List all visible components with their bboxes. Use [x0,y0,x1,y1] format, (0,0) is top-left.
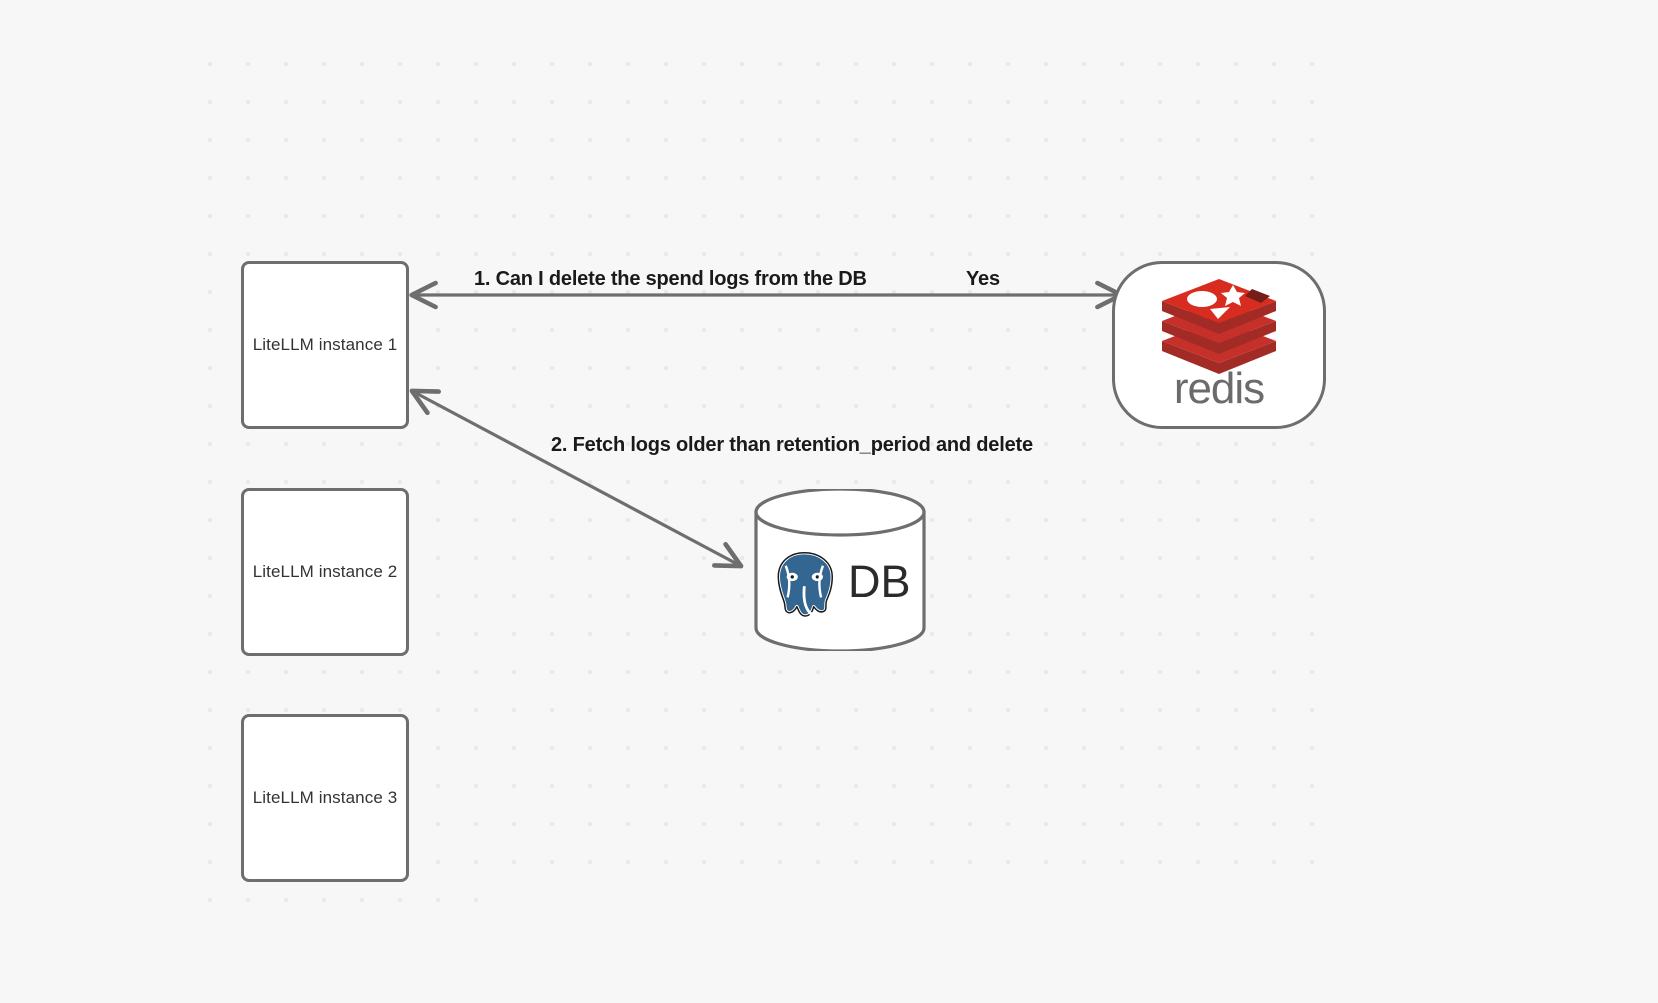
database-cylinder-icon: DB [754,487,926,653]
edge-label-step-2: 2. Fetch logs older than retention_perio… [551,434,1033,456]
node-label: LiteLLM instance 2 [252,562,398,581]
node-label: LiteLLM instance 1 [252,335,398,354]
edge-label-step-1-reply: Yes [966,268,1000,290]
svg-text:redis: redis [1174,364,1264,411]
node-database[interactable]: DB [753,487,927,653]
node-label: LiteLLM instance 3 [252,788,398,807]
node-litellm-instance-3[interactable]: LiteLLM instance 3 [241,714,409,882]
node-litellm-instance-2[interactable]: LiteLLM instance 2 [241,488,409,656]
edge-label-step-1: 1. Can I delete the spend logs from the … [474,268,867,290]
postgresql-elephant-icon [776,551,834,618]
dot-grid-notch [478,898,1358,938]
node-litellm-instance-1[interactable]: LiteLLM instance 1 [241,261,409,429]
redis-logo-icon: redis [1162,279,1276,411]
database-label: DB [848,556,911,607]
node-redis[interactable]: redis [1112,261,1326,429]
edge-instance1-db [409,388,744,569]
